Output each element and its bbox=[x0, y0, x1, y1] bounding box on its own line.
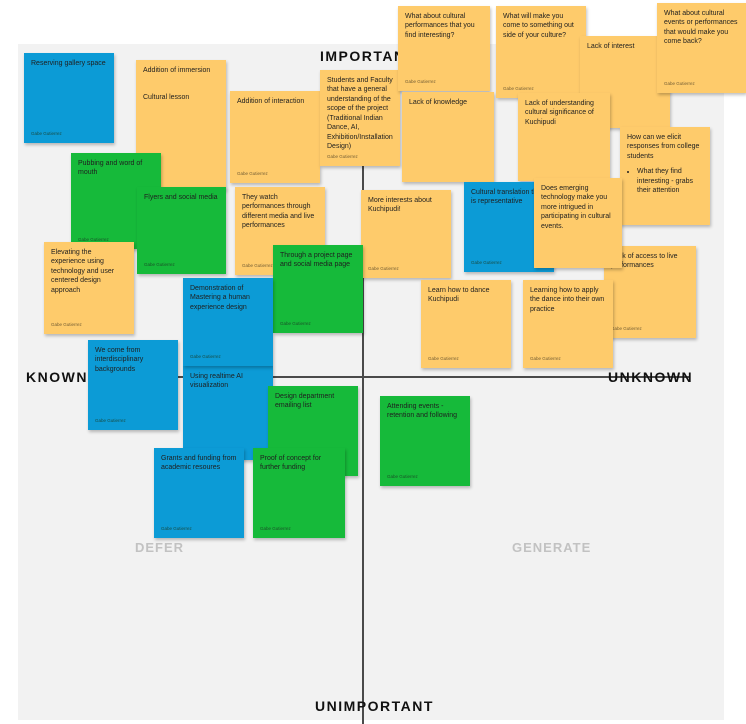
note-author: Gabe Gutierrez bbox=[368, 265, 399, 271]
note-author: Gabe Gutierrez bbox=[95, 417, 126, 423]
note-text: Addition of interaction bbox=[237, 98, 305, 105]
sticky-note[interactable]: Learning how to apply the dance into the… bbox=[523, 280, 613, 368]
note-text: Cultural lesson bbox=[143, 94, 190, 102]
note-text: Does emerging technology make you more i… bbox=[541, 185, 611, 230]
note-text: What will make you come to something out… bbox=[503, 13, 574, 39]
note-author: Gabe Gutierrez bbox=[51, 321, 82, 327]
note-author: Gabe Gutierrez bbox=[503, 85, 534, 91]
sticky-note[interactable]: Proof of concept for further funding Gab… bbox=[253, 448, 345, 538]
sticky-note[interactable]: Lack of knowledge bbox=[402, 92, 494, 182]
axis-label-unknown: UNKNOWN bbox=[608, 369, 694, 385]
sticky-note[interactable]: Addition of interaction Gabe Gutierrez bbox=[230, 91, 320, 183]
axis-label-unimportant: UNIMPORTANT bbox=[315, 698, 434, 714]
sticky-note[interactable]: Elevating the experience using technolog… bbox=[44, 242, 134, 334]
note-text: Learn how to dance Kuchipudi bbox=[428, 287, 490, 304]
sticky-note[interactable]: Students and Faculty that have a general… bbox=[320, 70, 400, 166]
note-author: Gabe Gutierrez bbox=[327, 153, 358, 159]
vertical-axis bbox=[362, 88, 364, 724]
note-bullet: What they find interesting - grabs their… bbox=[637, 167, 703, 195]
note-author: Gabe Gutierrez bbox=[428, 355, 459, 361]
sticky-note[interactable]: Attending events - retention and followi… bbox=[380, 396, 470, 486]
note-author: Gabe Gutierrez bbox=[664, 80, 695, 86]
note-text: Addition of immersion bbox=[143, 67, 211, 74]
sticky-note[interactable]: Demonstration of Mastering a human exper… bbox=[183, 278, 273, 366]
sticky-note[interactable]: Grants and funding from academic resoure… bbox=[154, 448, 244, 538]
note-text: Pubbing and word of mouth bbox=[78, 160, 143, 177]
sticky-note[interactable]: Does emerging technology make you more i… bbox=[534, 178, 622, 268]
sticky-note[interactable]: Learn how to dance Kuchipudi Gabe Gutier… bbox=[421, 280, 511, 368]
sticky-note[interactable]: More interests about Kuchipudi! Gabe Gut… bbox=[361, 190, 451, 278]
note-text: Lack of access to live performances bbox=[611, 253, 678, 270]
axis-label-important: IMPORTANT bbox=[320, 48, 416, 64]
note-author: Gabe Gutierrez bbox=[611, 325, 642, 331]
note-text: Lack of interest bbox=[587, 43, 635, 50]
note-text: Through a project page and social media … bbox=[280, 252, 353, 269]
note-text: Grants and funding from academic resoure… bbox=[161, 455, 237, 472]
note-bullet-list: What they find interesting - grabs their… bbox=[627, 167, 703, 195]
sticky-note[interactable]: Reserving gallery space Gabe Gutierrez bbox=[24, 53, 114, 143]
note-text: Design department emailing list bbox=[275, 393, 335, 410]
note-text: Attending events - retention and followi… bbox=[387, 403, 458, 420]
note-author: Gabe Gutierrez bbox=[387, 473, 418, 479]
sticky-note[interactable]: Using realtime AI visualization Gabe Gut… bbox=[183, 366, 273, 460]
note-text: Cultural translation that is representat… bbox=[471, 189, 543, 206]
sticky-note[interactable]: What about cultural performances that yo… bbox=[398, 6, 490, 91]
note-text: Demonstration of Mastering a human exper… bbox=[190, 285, 250, 311]
note-text: We come from interdisciplinary backgroun… bbox=[95, 347, 144, 373]
note-text: Using realtime AI visualization bbox=[190, 373, 243, 390]
note-author: Gabe Gutierrez bbox=[530, 355, 561, 361]
sticky-note[interactable]: Through a project page and social media … bbox=[273, 245, 363, 333]
note-author: Gabe Gutierrez bbox=[260, 525, 291, 531]
sticky-note[interactable]: What will make you come to something out… bbox=[496, 6, 586, 98]
note-text: Students and Faculty that have a general… bbox=[327, 77, 393, 151]
note-text: What about cultural performances that yo… bbox=[405, 13, 475, 39]
sticky-note[interactable]: Lack of understanding cultural significa… bbox=[518, 93, 610, 181]
sticky-note[interactable]: We come from interdisciplinary backgroun… bbox=[88, 340, 178, 430]
note-author: Gabe Gutierrez bbox=[242, 262, 273, 268]
note-author: Gabe Gutierrez bbox=[161, 525, 192, 531]
axis-label-known: KNOWN bbox=[26, 369, 88, 385]
sticky-note[interactable]: Flyers and social media Gabe Gutierrez bbox=[137, 187, 226, 274]
note-text: Proof of concept for further funding bbox=[260, 455, 322, 472]
note-text: Flyers and social media bbox=[144, 194, 218, 201]
note-author: Gabe Gutierrez bbox=[405, 78, 436, 84]
note-text: What about cultural events or performanc… bbox=[664, 10, 738, 46]
note-text: More interests about Kuchipudi! bbox=[368, 197, 432, 214]
note-author: Gabe Gutierrez bbox=[280, 320, 311, 326]
note-text: How can we elicit responses from college… bbox=[627, 134, 700, 160]
sticky-note[interactable]: How can we elicit responses from college… bbox=[620, 127, 710, 225]
quadrant-label-generate: GENERATE bbox=[512, 540, 592, 555]
note-text: Lack of knowledge bbox=[409, 99, 467, 106]
horizontal-axis bbox=[94, 376, 690, 378]
note-author: Gabe Gutierrez bbox=[237, 170, 268, 176]
quadrant-label-defer: DEFER bbox=[135, 540, 185, 555]
note-author: Gabe Gutierrez bbox=[144, 261, 175, 267]
sticky-note[interactable]: What about cultural events or performanc… bbox=[657, 3, 746, 93]
note-author: Gabe Gutierrez bbox=[78, 236, 109, 242]
note-text: Learning how to apply the dance into the… bbox=[530, 287, 605, 313]
note-text: They watch performances through differen… bbox=[242, 194, 315, 230]
note-text: Lack of understanding cultural significa… bbox=[525, 100, 594, 126]
note-author: Gabe Gutierrez bbox=[471, 259, 502, 265]
note-author: Gabe Gutierrez bbox=[190, 353, 221, 359]
note-author: Gabe Gutierrez bbox=[31, 130, 62, 136]
note-text: Reserving gallery space bbox=[31, 60, 106, 67]
note-text: Elevating the experience using technolog… bbox=[51, 249, 115, 294]
